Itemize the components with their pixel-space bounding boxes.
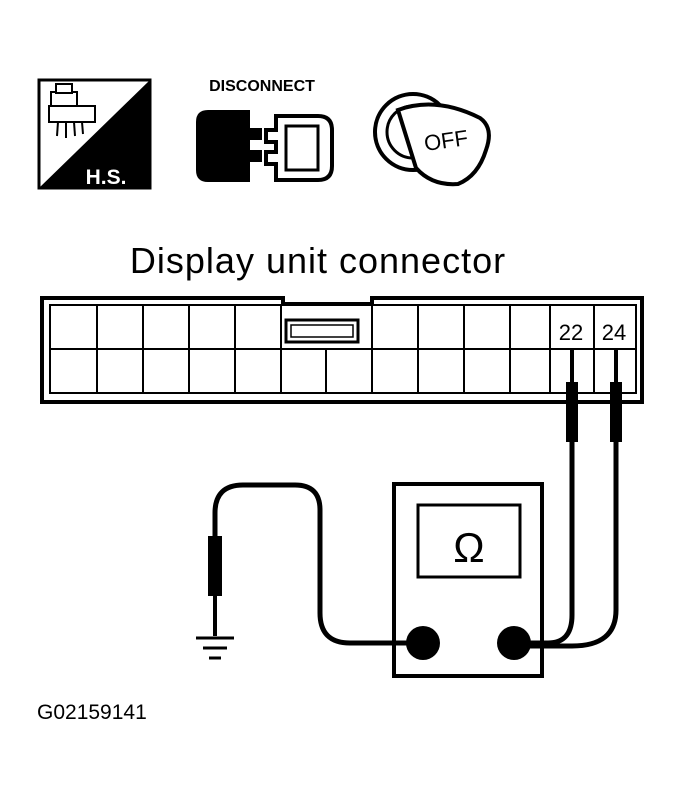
terminal-label-22: 22 <box>559 320 583 345</box>
harness-icon: H.S. <box>37 78 152 190</box>
terminal-label-24: 24 <box>602 320 626 345</box>
ignition-off-icon: OFF <box>373 92 491 187</box>
figure-code: G02159141 <box>37 701 147 724</box>
connector-lock-tab <box>284 318 360 344</box>
test-probe-22 <box>566 350 578 442</box>
ground-lead <box>208 482 423 646</box>
ground-symbol-icon <box>196 636 234 660</box>
diagram-title: Display unit connector <box>130 240 506 281</box>
ignition-off-label: OFF <box>422 125 469 156</box>
ohmmeter-display <box>416 503 522 579</box>
hs-label: H.S. <box>86 166 127 189</box>
ohm-symbol: Ω <box>453 524 484 571</box>
test-leads-to-connector <box>514 438 619 649</box>
test-probe-24 <box>610 350 622 442</box>
display-unit-connector: 22 24 <box>40 296 644 404</box>
disconnect-icon: DISCONNECT <box>196 78 334 182</box>
ground-probe <box>208 536 222 596</box>
connector-cavity-grid <box>96 305 595 393</box>
disconnect-label: DISCONNECT <box>209 78 315 95</box>
